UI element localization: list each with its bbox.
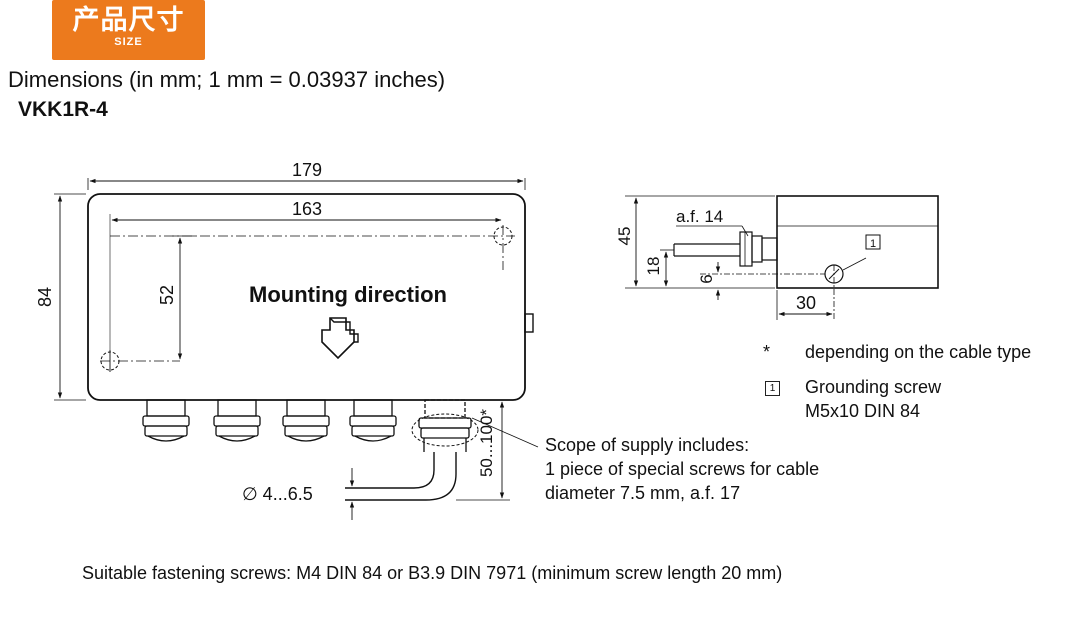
grounding-marker: 1: [765, 381, 780, 396]
cable-gland: [142, 399, 190, 442]
dim-30: 30: [796, 293, 816, 313]
dim-af14: a.f. 14: [676, 207, 723, 226]
dim-cable-diameter: ∅ 4...6.5: [242, 484, 313, 504]
grounding-marker-side: 1: [870, 238, 876, 250]
side-view: [625, 195, 939, 320]
dimensions-heading: Dimensions (in mm; 1 mm = 0.03937 inches…: [8, 67, 446, 92]
cable: [345, 452, 435, 489]
dim-45: 45: [615, 227, 634, 246]
dim-cable-length: 50...100*: [477, 409, 496, 477]
scope-of-supply-note: Scope of supply includes: 1 piece of spe…: [545, 433, 819, 505]
badge-title: 产品尺寸: [72, 5, 185, 36]
mounting-direction-arrow: [321, 317, 355, 360]
asterisk-note: *: [763, 340, 770, 364]
badge-subtitle: SIZE: [114, 36, 143, 48]
cable-gland: [282, 399, 330, 442]
grounding-note-marker: 1: [765, 375, 780, 399]
cable-gland-special: [411, 399, 479, 452]
asterisk-note-text: depending on the cable type: [805, 342, 1032, 362]
dim-6: 6: [697, 274, 716, 283]
dim-52: 52: [157, 285, 177, 305]
scope-line1: Scope of supply includes:: [545, 435, 750, 455]
mounting-direction-label: Mounting direction: [249, 282, 447, 307]
fastening-screws-note: Suitable fastening screws: M4 DIN 84 or …: [82, 563, 783, 583]
grounding-line1: Grounding screw: [805, 377, 942, 397]
dim-179: 179: [292, 160, 322, 180]
cable-gland: [213, 399, 261, 442]
scope-line3: diameter 7.5 mm, a.f. 17: [545, 483, 741, 503]
cable-gland: [349, 399, 397, 442]
front-view: [54, 178, 539, 520]
scope-line2: 1 piece of special screws for cable: [545, 459, 820, 479]
dim-84: 84: [35, 287, 55, 307]
asterisk: *: [763, 342, 771, 362]
model-name: VKK1R-4: [18, 98, 108, 121]
dim-163: 163: [292, 199, 322, 219]
size-badge: 产品尺寸 SIZE: [52, 0, 205, 60]
grounding-note: Grounding screw M5x10 DIN 84: [805, 375, 941, 423]
grounding-line2: M5x10 DIN 84: [805, 401, 921, 421]
dim-18: 18: [644, 257, 663, 276]
